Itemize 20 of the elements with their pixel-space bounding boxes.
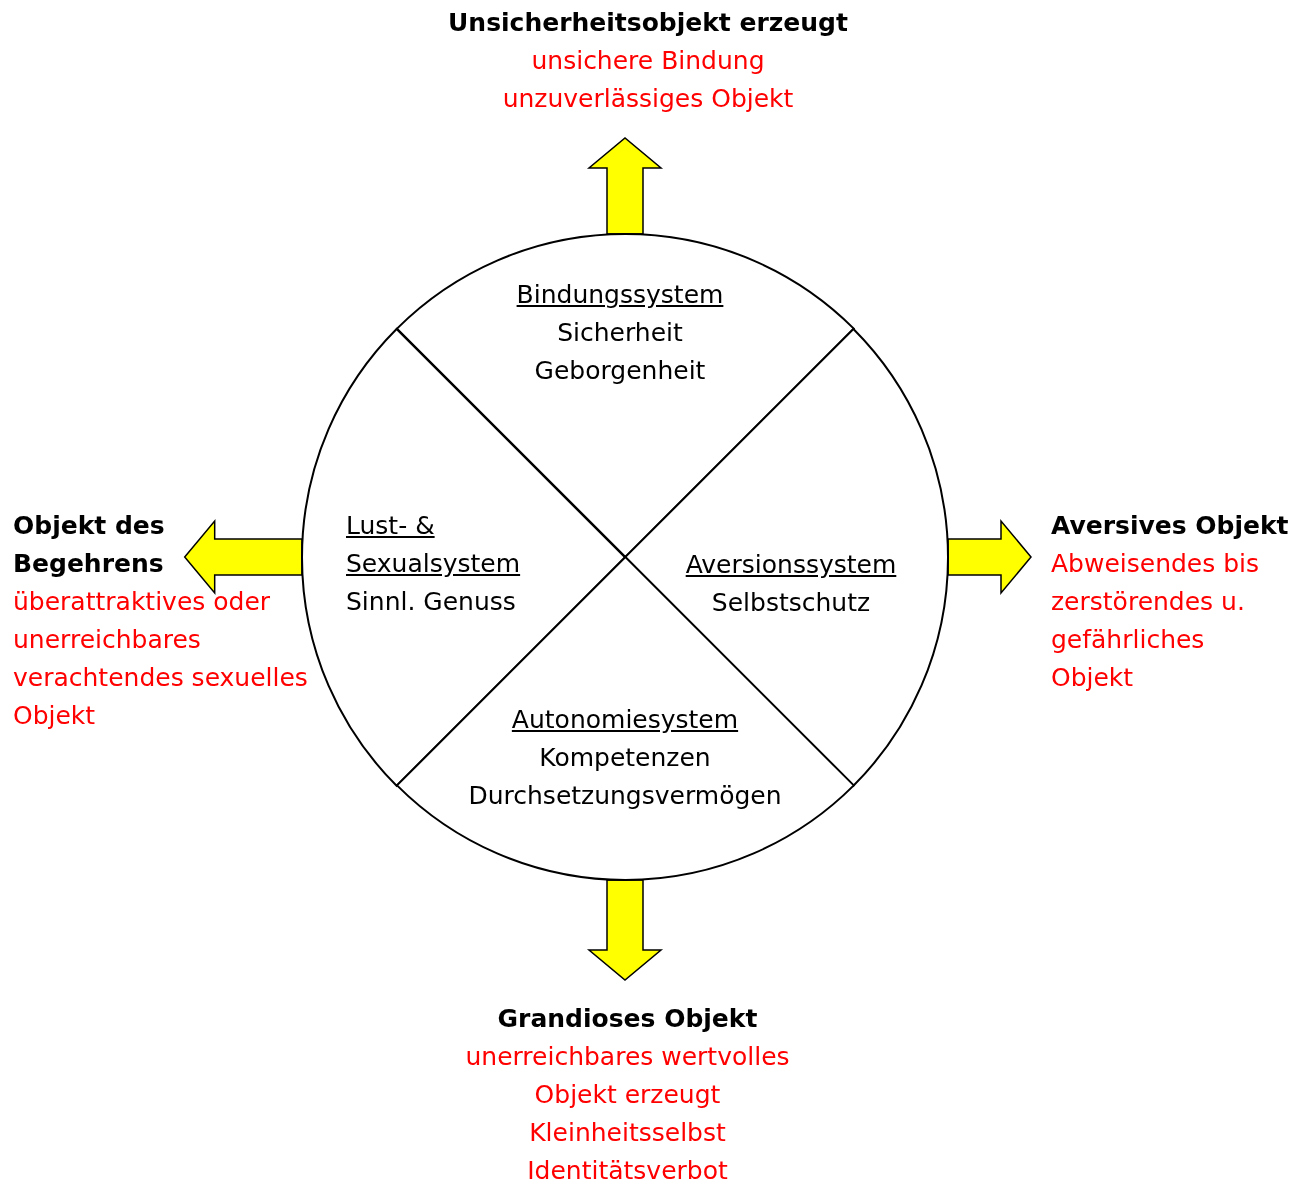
block-arrow — [586, 137, 664, 235]
object-description: Abweisendes bis zerstörendes u. gefährliches Objekt — [1051, 548, 1261, 694]
object-heading: Grandioses Objekt — [496, 1003, 759, 1035]
system-description: Kompetenzen Durchsetzungsvermögen — [467, 742, 783, 812]
system-description: Sicherheit Geborgenheit — [533, 317, 707, 387]
system-heading: Bindungssystem — [515, 279, 725, 311]
object-heading: Objekt des Begehrens — [13, 510, 166, 580]
block-arrow — [586, 879, 664, 981]
block-arrow — [183, 518, 303, 596]
object-description: unerreichbares wertvolles Objekt erzeugt Kleinheitsselbst Identitätsverbot — [464, 1041, 791, 1187]
object-heading: Aversives Objekt — [1051, 510, 1290, 542]
system-heading: Lust- & Sexualsystem — [346, 510, 522, 580]
system-heading: Autonomiesystem — [510, 704, 740, 736]
object-heading: Unsicherheitsobjekt erzeugt — [447, 7, 849, 39]
object-description: überattraktives oder unerreichbares verachtendes sexuelles Objekt — [13, 586, 309, 732]
object-description: unsichere Bindung unzuverlässiges Objekt — [501, 45, 795, 115]
system-heading: Aversionssystem — [684, 549, 898, 581]
block-arrow — [947, 518, 1032, 596]
system-description: Sinnl. Genuss — [346, 586, 517, 618]
system-description: Selbstschutz — [710, 587, 872, 619]
